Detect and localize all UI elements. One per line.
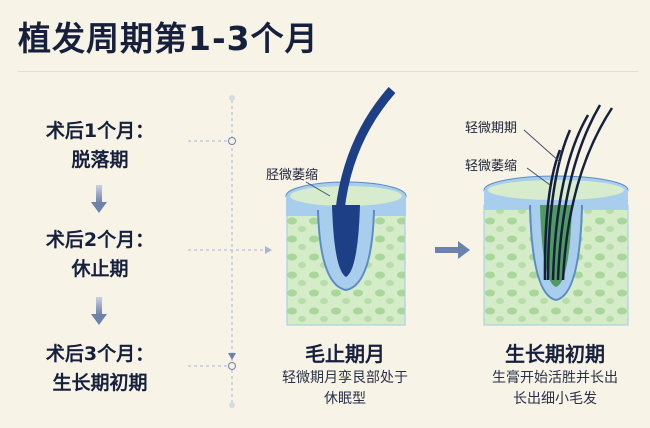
step-month-label: 术后2个月：: [45, 229, 155, 251]
pointer-arrow-icon: [265, 246, 272, 254]
step-phase-label: 休止期: [71, 258, 129, 280]
caption-desc: 生膏开始活胜并长出: [492, 370, 618, 386]
caption-desc: 轻微期月孪艮部处于: [282, 370, 408, 386]
timeline-node: [228, 137, 236, 145]
caption-desc: 休眠型: [324, 391, 366, 407]
follicle-anagen: [483, 104, 629, 326]
step-month-label: 术后3个月：: [45, 343, 155, 365]
timeline-arrow-icon: [228, 353, 236, 360]
step-month-3: 术后3个月： 生长期初期: [20, 340, 180, 398]
anagen-caption: 生长期初期 生膏开始活胜并长出 长出细小毛发: [455, 340, 650, 410]
step-month-label: 术后1个月：: [45, 120, 155, 142]
page-title: 植发周期第1-3个月: [18, 19, 319, 58]
telogen-caption: 毛止期月 轻微期月孪艮部处于 休眠型: [245, 340, 445, 410]
annotation-label: 轻微期期: [465, 121, 518, 136]
divider: [18, 71, 638, 72]
timeline-end-dot: [229, 402, 235, 408]
timeline: [188, 100, 265, 402]
down-arrow-icon: [91, 185, 107, 213]
caption-title: 毛止期月: [305, 342, 385, 366]
annotation-label: 胫微萎缩: [266, 168, 319, 183]
step-month-1: 术后1个月： 脱落期: [20, 117, 180, 175]
right-arrow-icon: [435, 241, 470, 259]
timeline-start-dot: [229, 95, 235, 101]
caption-title: 生长期初期: [505, 342, 605, 366]
down-arrow-icon: [91, 297, 107, 325]
follicle-telogen: [285, 87, 407, 326]
step-month-2: 术后2个月： 休止期: [20, 226, 180, 284]
caption-desc: 长出细小毛发: [513, 391, 597, 407]
step-phase-label: 脱落期: [71, 149, 129, 171]
timeline-node: [228, 362, 236, 370]
annotation-label: 轻微萎缩: [465, 159, 518, 174]
step-phase-label: 生长期初期: [52, 372, 148, 394]
